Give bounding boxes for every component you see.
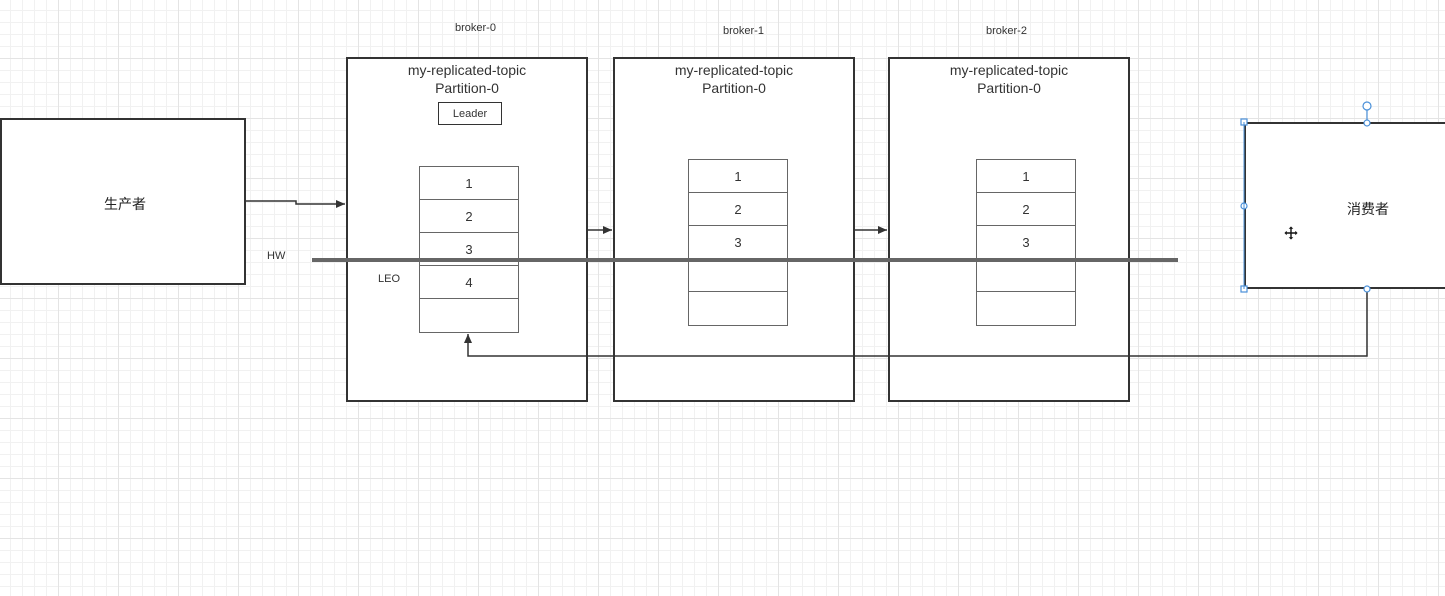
broker-1-partition: Partition-0 xyxy=(702,80,766,96)
log-cell: 3 xyxy=(420,233,518,266)
broker-0-title: my-replicated-topic Partition-0 xyxy=(348,61,586,97)
log-cell: 2 xyxy=(977,193,1075,226)
move-cursor-icon xyxy=(1283,225,1299,241)
broker-0-name: broker-0 xyxy=(455,22,496,34)
leader-badge: Leader xyxy=(438,102,502,125)
log-cell: 1 xyxy=(689,160,787,193)
broker-1-box[interactable]: my-replicated-topic Partition-0 1 2 3 xyxy=(613,57,855,402)
producer-label: 生产者 xyxy=(104,196,146,212)
producer-box[interactable]: 生产者 xyxy=(0,118,246,285)
broker-2-title: my-replicated-topic Partition-0 xyxy=(890,61,1128,97)
consumer-box[interactable]: 消费者 xyxy=(1244,122,1445,289)
broker-0-log: 1 2 3 4 xyxy=(419,166,519,333)
leo-label: LEO xyxy=(378,273,401,285)
broker-1-name: broker-1 xyxy=(723,25,764,37)
broker-2-topic: my-replicated-topic xyxy=(949,62,1069,78)
broker-2-box[interactable]: my-replicated-topic Partition-0 1 2 3 xyxy=(888,57,1130,402)
broker-0-partition: Partition-0 xyxy=(435,80,499,96)
log-cell: 2 xyxy=(420,200,518,233)
broker-1-topic: my-replicated-topic xyxy=(674,62,794,78)
broker-2-partition: Partition-0 xyxy=(977,80,1041,96)
consumer-to-broker-0-arrow[interactable] xyxy=(464,289,1368,357)
hw-label: HW xyxy=(267,250,286,262)
broker-1-title: my-replicated-topic Partition-0 xyxy=(615,61,853,97)
producer-to-broker-0-arrow[interactable] xyxy=(246,200,345,208)
broker-0-topic: my-replicated-topic xyxy=(407,62,527,78)
log-cell xyxy=(977,259,1075,292)
consumer-label: 消费者 xyxy=(1347,201,1389,217)
selection-handles[interactable] xyxy=(1240,101,1372,293)
log-cell: 1 xyxy=(977,160,1075,193)
log-cell: 1 xyxy=(420,167,518,200)
log-cell: 4 xyxy=(420,266,518,299)
log-cell: 2 xyxy=(689,193,787,226)
broker-2-log: 1 2 3 xyxy=(976,159,1076,326)
broker-1-log: 1 2 3 xyxy=(688,159,788,326)
broker-2-name: broker-2 xyxy=(986,25,1027,37)
broker-0-box[interactable]: my-replicated-topic Partition-0 Leader 1… xyxy=(346,57,588,402)
log-cell xyxy=(689,259,787,292)
